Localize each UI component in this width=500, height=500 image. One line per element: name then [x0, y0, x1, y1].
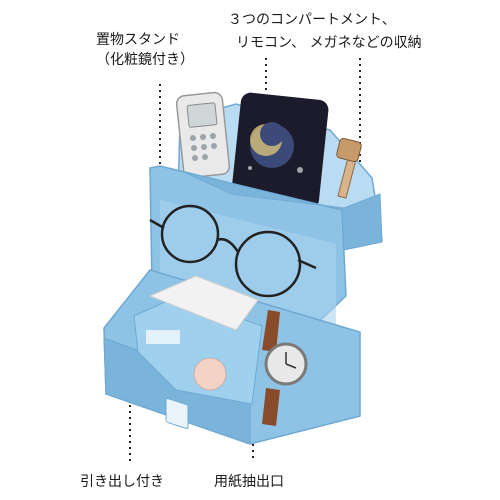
drawer-label: 引き出し付き	[80, 474, 164, 490]
stand-label-line2: （化粧鏡付き）	[96, 52, 194, 68]
pen-icon	[336, 137, 362, 199]
eyeglasses-icon	[149, 204, 317, 298]
stand-label-line1: 置物スタンド	[96, 32, 180, 48]
compartment-top-rim	[159, 165, 383, 251]
mirror-panel	[160, 199, 336, 326]
wristwatch-icon	[262, 310, 308, 426]
remote-control-icon	[175, 91, 231, 179]
compartments-label-line2: リモコン、 メガネなどの収納	[236, 35, 422, 51]
tissue-outlet-label: 用紙抽出口	[214, 474, 284, 490]
tissue-box	[133, 275, 263, 405]
smartphone-icon	[231, 92, 329, 210]
drawer-handle	[165, 397, 189, 430]
compartments-label-line1: ３つのコンパートメント、	[228, 12, 396, 28]
